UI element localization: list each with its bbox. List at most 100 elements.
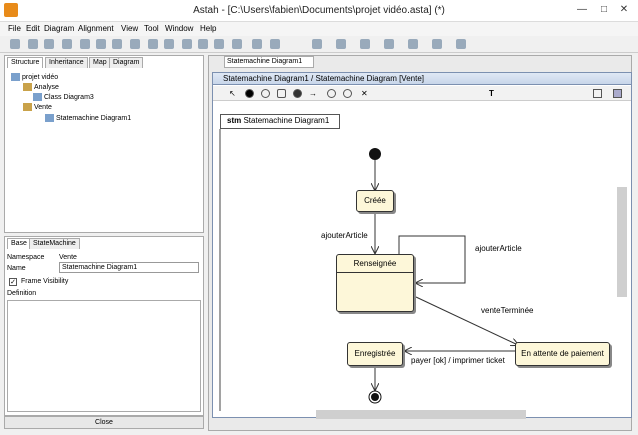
state-enregistree[interactable]: Enregistrée	[347, 342, 403, 366]
redo-icon[interactable]	[164, 39, 174, 49]
menu-file[interactable]: File	[8, 24, 21, 33]
menu-help[interactable]: Help	[200, 24, 217, 33]
delete-icon[interactable]	[130, 39, 140, 49]
tab-diagram[interactable]: Diagram	[109, 57, 144, 68]
state-tool-icon[interactable]	[261, 89, 270, 98]
grid-icon[interactable]	[593, 89, 602, 98]
final-state[interactable]	[371, 393, 379, 401]
initial-state-tool-icon[interactable]	[245, 89, 254, 98]
print-icon[interactable]	[62, 39, 72, 49]
tab-statemachine[interactable]: StateMachine	[29, 238, 80, 249]
menu-edit[interactable]: Edit	[26, 24, 40, 33]
zoom-out-icon[interactable]	[214, 39, 224, 49]
definition-textarea[interactable]	[7, 300, 201, 412]
project-view: Structure Inheritance Map Diagram projet…	[4, 55, 204, 233]
horizontal-scrollbar[interactable]	[316, 410, 526, 419]
layout-icon[interactable]	[456, 39, 466, 49]
open-icon[interactable]	[28, 39, 38, 49]
main-toolbar	[0, 36, 638, 53]
diagram-toolbar: ↖ → ✕ T	[213, 86, 631, 101]
namespace-value: Vente	[59, 254, 77, 261]
save-icon[interactable]	[44, 39, 54, 49]
paste-icon[interactable]	[112, 39, 122, 49]
state-renseignee-name: Renseignée	[353, 259, 397, 268]
tree-item-statemachine[interactable]: Statemachine Diagram1	[45, 114, 131, 122]
state-creee[interactable]: Créée	[356, 190, 394, 212]
deep-history-tool-icon[interactable]	[343, 89, 352, 98]
tab-statemachine-diagram[interactable]: Statemachine Diagram1	[224, 56, 314, 68]
undo-icon[interactable]	[148, 39, 158, 49]
fit-view-icon[interactable]	[613, 89, 622, 98]
transition-label-ajouter: ajouterArticle	[321, 231, 368, 240]
fork-tool-icon[interactable]: ✕	[361, 89, 368, 98]
close-button[interactable]: Close	[4, 416, 204, 429]
final-state-ring[interactable]	[368, 390, 382, 404]
text-tool-icon[interactable]: T	[489, 89, 494, 98]
align-left-icon[interactable]	[336, 39, 346, 49]
menu-diagram[interactable]: Diagram	[44, 24, 75, 33]
definition-label: Definition	[7, 290, 37, 297]
name-field[interactable]: Statemachine Diagram1	[59, 262, 199, 273]
tree-label: projet vidéo	[22, 73, 59, 81]
menu-window[interactable]: Window	[165, 24, 194, 33]
frame-name: Statemachine Diagram1	[243, 116, 330, 125]
state-renseignee[interactable]: Renseignée	[336, 254, 414, 312]
tree-label: Statemachine Diagram1	[56, 114, 132, 122]
namespace-label: Namespace	[7, 254, 45, 261]
tree-label: Analyse	[34, 83, 59, 91]
composite-state-tool-icon[interactable]	[277, 89, 286, 98]
state-divider	[337, 272, 413, 273]
close-icon[interactable]: ✕	[619, 4, 629, 15]
transition-label-payer: payer [ok] / imprimer ticket	[411, 356, 505, 365]
title-bar: Astah - [C:\Users\fabien\Documents\proje…	[0, 0, 638, 22]
frame-visibility-label: Frame Visibility	[21, 278, 69, 285]
state-en-attente[interactable]: En attente de paiement	[515, 342, 610, 366]
tree-label: Vente	[34, 103, 52, 111]
fit-icon[interactable]	[232, 39, 242, 49]
name-label: Name	[7, 265, 26, 272]
back-icon[interactable]	[252, 39, 262, 49]
select-tool-icon[interactable]: ↖	[229, 89, 236, 98]
tree-item-analyse[interactable]: Analyse	[23, 83, 59, 91]
line-color-icon[interactable]	[408, 39, 418, 49]
transition-tool-icon[interactable]: →	[309, 89, 317, 98]
initial-state[interactable]	[369, 148, 381, 160]
forward-icon[interactable]	[270, 39, 280, 49]
minimize-icon[interactable]: —	[577, 4, 587, 15]
tab-base[interactable]: Base	[7, 238, 31, 249]
statemachine-diagram-icon	[45, 114, 54, 122]
package-icon	[23, 103, 32, 111]
tab-structure[interactable]: Structure	[7, 57, 44, 68]
frame-visibility-checkbox[interactable]: ✓	[9, 278, 17, 286]
astah-app-icon	[4, 3, 18, 17]
transition-vente-terminee[interactable]	[415, 296, 518, 345]
tab-map[interactable]: Map	[89, 57, 111, 68]
zoom-in-icon[interactable]	[198, 39, 208, 49]
diagram-window-title: Statemachine Diagram1 / Statemachine Dia…	[212, 72, 632, 85]
transition-label-ajouter-self: ajouterArticle	[475, 244, 522, 253]
cut-icon[interactable]	[80, 39, 90, 49]
self-transition[interactable]	[398, 235, 466, 283]
new-icon[interactable]	[10, 39, 20, 49]
menu-tool[interactable]: Tool	[144, 24, 159, 33]
copy-icon[interactable]	[96, 39, 106, 49]
align-center-icon[interactable]	[360, 39, 370, 49]
history-tool-icon[interactable]	[327, 89, 336, 98]
tree-item-vente[interactable]: Vente	[23, 103, 52, 111]
final-state-tool-icon[interactable]	[293, 89, 302, 98]
project-icon	[11, 73, 20, 81]
tab-inheritance[interactable]: Inheritance	[45, 57, 88, 68]
tree-item-project[interactable]: projet vidéo	[11, 73, 58, 81]
diagram-frame-label: stm Statemachine Diagram1	[220, 114, 340, 129]
vertical-scrollbar[interactable]	[617, 187, 627, 297]
line-style-icon[interactable]	[432, 39, 442, 49]
menu-view[interactable]: View	[121, 24, 139, 33]
fill-color-icon[interactable]	[384, 39, 394, 49]
tree-item-classdiagram[interactable]: Class Diagram3	[33, 93, 94, 101]
window-title: Astah - [C:\Users\fabien\Documents\proje…	[193, 5, 445, 16]
align-icon[interactable]	[312, 39, 322, 49]
menu-alignment[interactable]: Alignment	[78, 24, 114, 33]
diagram-canvas[interactable]	[212, 101, 632, 416]
maximize-icon[interactable]: □	[600, 4, 608, 15]
zoom-icon[interactable]	[182, 39, 192, 49]
